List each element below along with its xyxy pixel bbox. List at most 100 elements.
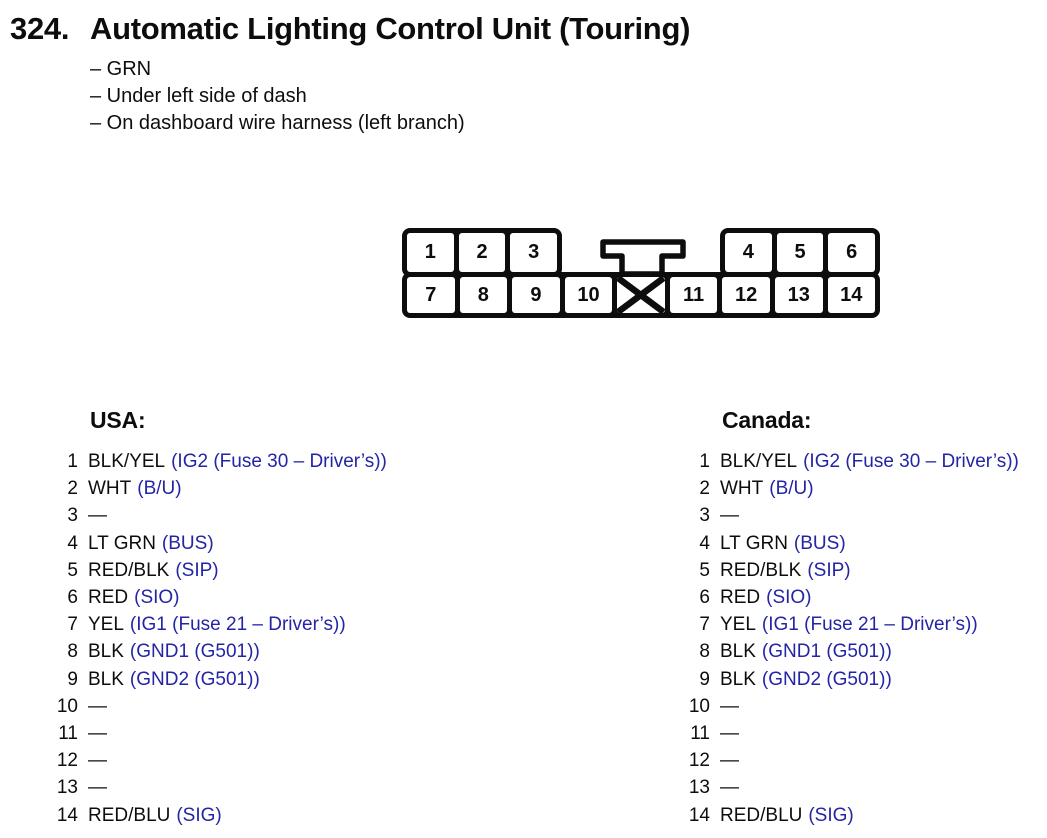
connector-cell-7: 7 (407, 277, 455, 313)
connector-cell-6: 6 (828, 233, 876, 272)
pin-signal: (BUS) (161, 532, 214, 554)
pin-number: 14 (688, 804, 710, 826)
pin-row-usa-12: 12 — (40, 747, 387, 774)
pin-wire-color: LT GRN (720, 532, 788, 554)
pin-signal: (SIO) (134, 587, 180, 609)
connector-cell-12: 12 (722, 277, 770, 313)
pin-number: 8 (67, 641, 78, 663)
pin-number: 9 (699, 668, 710, 690)
pin-wire-color: BLK (88, 668, 124, 690)
pin-signal: (SIP) (175, 559, 219, 581)
page-header: 324. Automatic Lighting Control Unit (To… (10, 12, 690, 46)
key-tab-icon (600, 239, 686, 277)
pin-number: 1 (699, 451, 710, 472)
pin-signal: (IG2 (Fuse 30 – Driver’s)) (171, 451, 387, 472)
pin-row-canada-2: 2 WHT(B/U) (672, 475, 1019, 502)
connector-cell-9: 9 (512, 277, 560, 313)
pin-number: 6 (699, 587, 710, 609)
pin-wire-color: — (88, 505, 107, 527)
pin-wire-color: BLK/YEL (88, 451, 166, 472)
pin-number: 12 (688, 750, 710, 772)
note-item: – GRN (90, 58, 152, 80)
pin-number: 14 (56, 804, 78, 826)
pin-wire-color: RED/BLK (88, 559, 170, 581)
connector-keyway-cell (617, 277, 665, 313)
pin-row-usa-14: 14 RED/BLU(SIG) (40, 802, 387, 829)
pin-wire-color: RED (720, 587, 761, 609)
pin-signal: (GND1 (G501)) (129, 641, 260, 663)
pin-wire-color: — (720, 695, 739, 717)
pin-signal: (IG2 (Fuse 30 – Driver’s)) (803, 451, 1019, 472)
pin-wire-color: — (720, 723, 739, 745)
pin-wire-color: — (720, 750, 739, 772)
pin-row-canada-3: 3— (672, 502, 1019, 529)
pin-number: 2 (699, 478, 710, 500)
pin-row-usa-1: 1 BLK/YEL(IG2 (Fuse 30 – Driver’s)) (40, 448, 387, 475)
pin-number: 10 (56, 695, 78, 717)
pin-number: 8 (699, 641, 710, 663)
pin-number: 13 (56, 777, 78, 799)
pin-number: 1 (67, 451, 78, 472)
note-item: – Under left side of dash (90, 85, 307, 107)
connector-top-left-row: 1 2 3 (402, 228, 562, 277)
pin-number: 10 (688, 695, 710, 717)
pin-signal: (B/U) (769, 478, 814, 500)
connector-cell-2: 2 (458, 233, 506, 272)
pin-wire-color: — (88, 695, 107, 717)
pin-number: 12 (56, 750, 78, 772)
pin-signal: (B/U) (137, 478, 182, 500)
pin-wire-color: — (720, 505, 739, 527)
connector-cell-14: 14 (827, 277, 876, 313)
pin-row-usa-3: 3— (40, 502, 387, 529)
connector-top-right-row: 4 5 6 (720, 228, 880, 277)
pin-wire-color: YEL (720, 614, 756, 636)
page-title: Automatic Lighting Control Unit (Touring… (90, 11, 691, 46)
pin-row-canada-5: 5 RED/BLK(SIP) (672, 557, 1019, 584)
pin-wire-color: WHT (720, 478, 764, 500)
pin-number: 13 (688, 777, 710, 799)
pin-wire-color: — (88, 777, 107, 799)
pin-number: 11 (690, 723, 710, 745)
pin-wire-color: RED/BLK (720, 559, 802, 581)
pin-number: 3 (699, 505, 710, 527)
pin-wire-color: — (88, 750, 107, 772)
note-item: – On dashboard wire harness (left branch… (90, 112, 465, 134)
pin-number: 7 (67, 614, 78, 636)
pin-row-usa-6: 6 RED(SIO) (40, 584, 387, 611)
connector-cell-10: 10 (564, 277, 613, 313)
pin-wire-color: — (720, 777, 739, 799)
pin-number: 2 (67, 478, 78, 500)
pin-row-canada-6: 6 RED(SIO) (672, 584, 1019, 611)
pin-wire-color: BLK (720, 668, 756, 690)
pin-wire-color: YEL (88, 614, 124, 636)
pin-row-canada-13: 13 — (672, 774, 1019, 801)
pin-row-usa-11: 11— (40, 720, 387, 747)
pin-signal: (BUS) (793, 532, 846, 554)
pin-signal: (GND2 (G501)) (129, 668, 260, 690)
pin-wire-color: RED/BLU (88, 804, 171, 826)
usa-header: USA: (90, 407, 146, 433)
pin-number: 11 (58, 723, 78, 745)
pin-signal: (IG1 (Fuse 21 – Driver’s)) (129, 614, 346, 636)
pin-signal: (SIG) (808, 804, 854, 826)
pin-wire-color: RED (88, 587, 129, 609)
pin-number: 7 (699, 614, 710, 636)
pin-signal: (SIO) (766, 587, 812, 609)
connector-diagram: 7 8 9 10 11 12 13 14 1 2 3 4 5 6 (402, 228, 880, 318)
pin-number: 6 (67, 587, 78, 609)
pin-signal: (SIG) (176, 804, 222, 826)
pin-row-canada-11: 11 — (672, 720, 1019, 747)
pin-signal: (SIP) (807, 559, 851, 581)
pin-number: 5 (699, 559, 710, 581)
connector-cell-1: 1 (407, 233, 454, 272)
pin-signal: (GND1 (G501)) (761, 641, 892, 663)
